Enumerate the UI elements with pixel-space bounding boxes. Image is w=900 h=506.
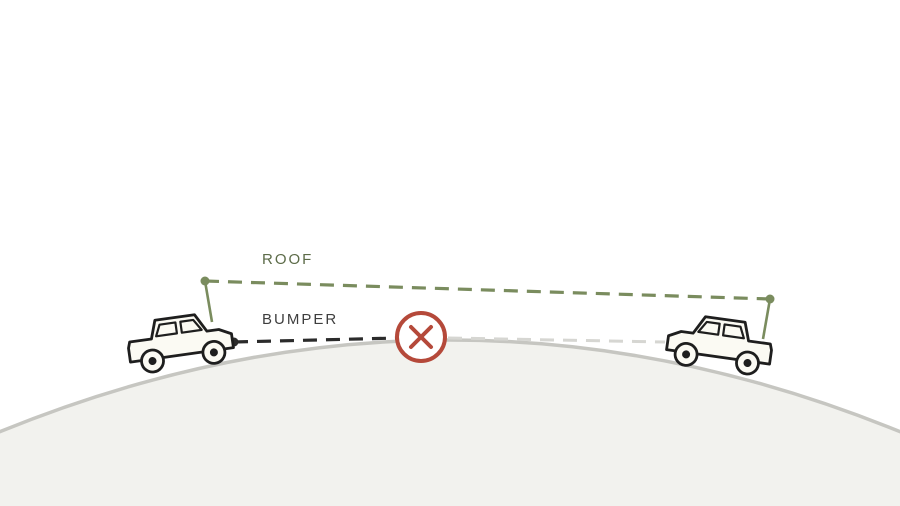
bumper-sight-line bbox=[233, 336, 399, 344]
roof-sight-line bbox=[204, 279, 771, 301]
x-circle-icon bbox=[395, 311, 447, 363]
hill-ground bbox=[0, 338, 900, 506]
left-roof-post bbox=[203, 280, 214, 323]
car-icon bbox=[127, 313, 235, 374]
left-roof-point bbox=[200, 276, 210, 286]
bumper-sight-line-blocked bbox=[447, 336, 666, 344]
car-icon bbox=[665, 315, 773, 376]
right-roof-point bbox=[765, 294, 775, 304]
roof-label: ROOF bbox=[262, 251, 314, 268]
right-roof-post bbox=[761, 298, 772, 340]
bumper-label: BUMPER bbox=[262, 311, 339, 328]
